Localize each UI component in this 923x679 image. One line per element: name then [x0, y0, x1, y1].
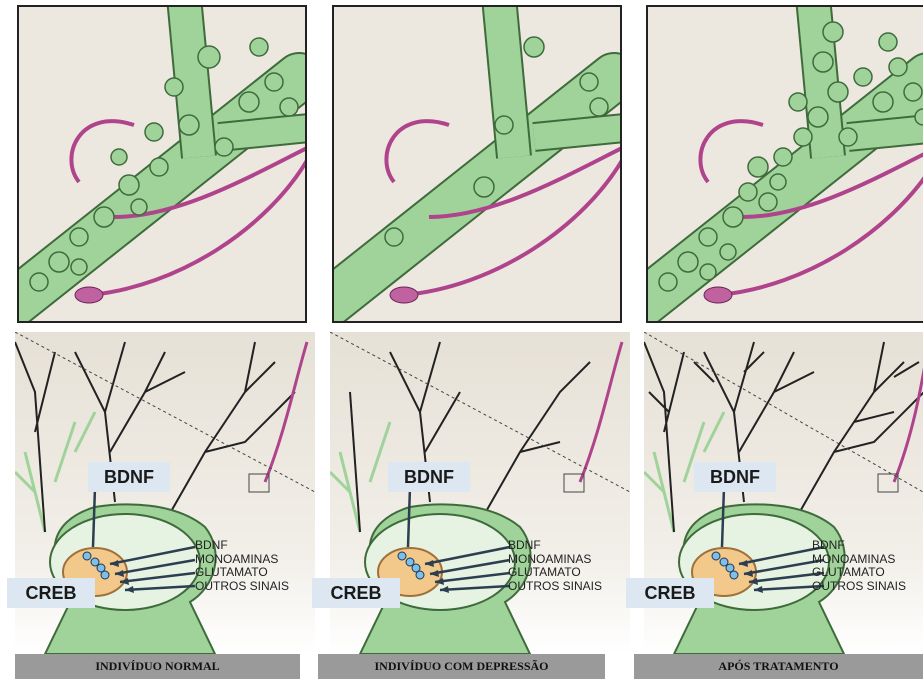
signal-list: BDNF MONOAMINAS GLUTAMATO OUTROS SINAIS	[812, 539, 906, 593]
signal-monoaminas: MONOAMINAS	[195, 553, 289, 567]
dendrite-zoom-view	[17, 5, 307, 323]
signal-monoaminas: MONOAMINAS	[508, 553, 602, 567]
panel-after-treatment: BDNF CREB BDNF MONOAMINAS GLUTAMATO OUTR…	[644, 0, 923, 679]
signal-outros: OUTROS SINAIS	[195, 580, 289, 594]
signal-glutamato: GLUTAMATO	[508, 566, 602, 580]
bdnf-label: BDNF	[388, 462, 470, 492]
dendrite-zoom-illustration	[648, 7, 923, 323]
dendrite-zoom-illustration	[19, 7, 307, 323]
panel-normal: BDNF CREB BDNF MONOAMINAS GLUTAMATO OUTR…	[15, 0, 315, 679]
caption-normal: INDIVÍDUO NORMAL	[15, 654, 300, 679]
caption-depression: INDIVÍDUO COM DEPRESSÃO	[318, 654, 605, 679]
panel-depression: BDNF CREB BDNF MONOAMINAS GLUTAMATO OUTR…	[330, 0, 630, 679]
dendrite-zoom-view	[646, 5, 923, 323]
dendrite-zoom-view	[332, 5, 622, 323]
signal-list: BDNF MONOAMINAS GLUTAMATO OUTROS SINAIS	[195, 539, 289, 593]
creb-label: CREB	[626, 578, 714, 608]
signal-list: BDNF MONOAMINAS GLUTAMATO OUTROS SINAIS	[508, 539, 602, 593]
signal-outros: OUTROS SINAIS	[508, 580, 602, 594]
creb-label: CREB	[7, 578, 95, 608]
signal-bdnf: BDNF	[195, 539, 289, 553]
bdnf-label: BDNF	[88, 462, 170, 492]
dendrite-zoom-illustration	[334, 7, 622, 323]
signal-outros: OUTROS SINAIS	[812, 580, 906, 594]
caption-after-treatment: APÓS TRATAMENTO	[634, 654, 923, 679]
creb-label: CREB	[312, 578, 400, 608]
signal-bdnf: BDNF	[812, 539, 906, 553]
signal-bdnf: BDNF	[508, 539, 602, 553]
signal-glutamato: GLUTAMATO	[195, 566, 289, 580]
signal-monoaminas: MONOAMINAS	[812, 553, 906, 567]
signal-glutamato: GLUTAMATO	[812, 566, 906, 580]
bdnf-label: BDNF	[694, 462, 776, 492]
